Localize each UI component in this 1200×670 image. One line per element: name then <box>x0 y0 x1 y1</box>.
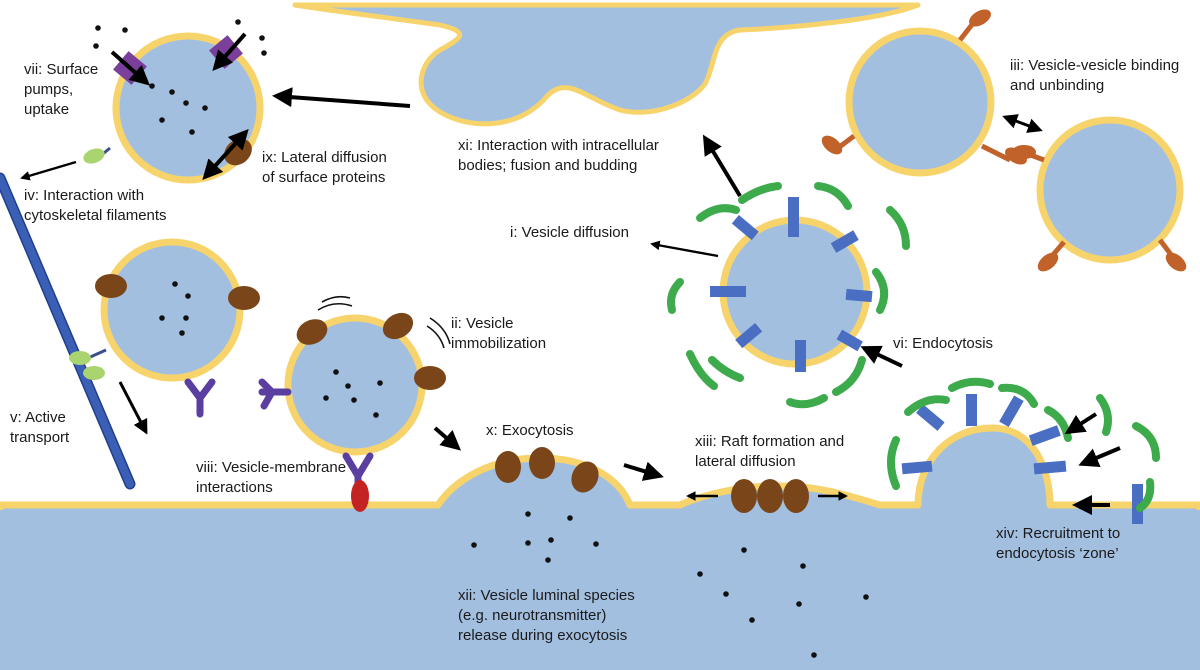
vesicle-iii-bottom <box>1012 116 1187 272</box>
label-vi: vi: Endocytosis <box>893 335 994 352</box>
label-i: i: Vesicle diffusion <box>510 224 629 241</box>
green-protein-iv <box>83 146 111 164</box>
label-x: x: Exocytosis <box>486 422 574 439</box>
intracellular-body <box>292 2 921 127</box>
label-ix: ix: Lateral diffusion of surface protein… <box>262 149 387 186</box>
vesicle-i <box>667 182 910 409</box>
exocytosis-receptors <box>495 447 599 493</box>
label-vii: vii: Surface pumps, uptake <box>24 61 99 118</box>
label-ii: ii: Vesicle immobilization <box>451 315 547 352</box>
label-viii: viii: Vesicle-membrane interactions <box>196 459 347 496</box>
label-v: v: Active transport <box>10 409 70 446</box>
label-xiv: xiv: Recruitment to endocytosis ‘zone’ <box>996 525 1121 562</box>
label-iv: iv: Interaction with cytoskeletal filame… <box>24 187 167 224</box>
luminal-species <box>471 511 869 658</box>
label-xii: xii: Vesicle luminal species (e.g. neuro… <box>458 587 635 644</box>
endocytosis-bud-coat <box>887 377 1160 524</box>
label-xiii: xiii: Raft formation and lateral diffusi… <box>695 433 845 470</box>
label-iii: iii: Vesicle-vesicle binding and unbindi… <box>1010 57 1180 94</box>
label-xi: xi: Interaction with intracellular bodie… <box>458 137 659 174</box>
arrows <box>20 32 1121 515</box>
vesicle-viii <box>258 295 451 512</box>
vesicle-iii-top <box>821 9 1027 177</box>
vesicle-v <box>69 238 260 418</box>
raft-receptors <box>731 479 809 513</box>
